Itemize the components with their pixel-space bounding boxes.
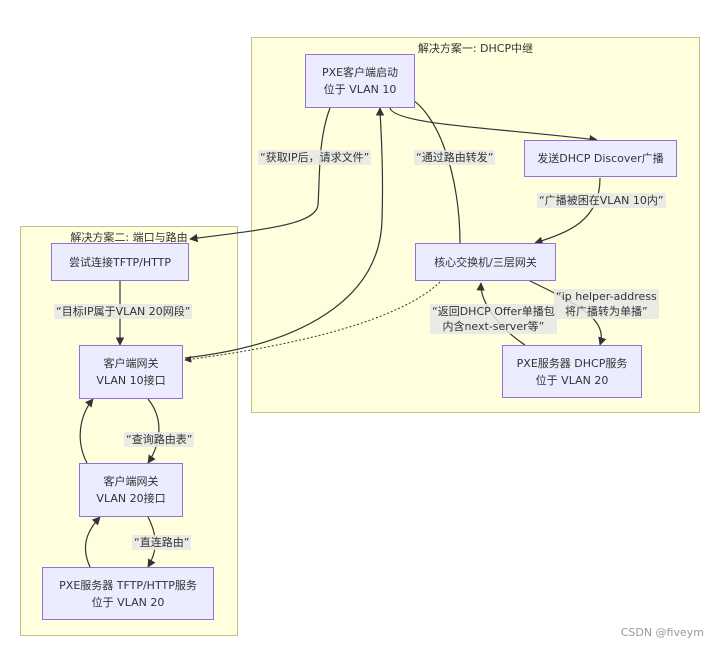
node-gw-vlan10: 客户端网关 VLAN 10接口 — [79, 345, 183, 399]
edge-gw10-to-client — [184, 107, 385, 359]
edge-label-helper: “ip helper-address 将广播转为单播” — [554, 289, 659, 319]
edge-label-line: 将广播转为单播” — [565, 305, 648, 318]
node-pxe-tftp-server: PXE服务器 TFTP/HTTP服务 位于 VLAN 20 — [42, 567, 214, 620]
cluster-title: 解决方案一: DHCP中继 — [417, 42, 534, 55]
node-line: PXE服务器 DHCP服务 — [516, 356, 628, 370]
edge-discover-to-switch — [534, 177, 601, 245]
node-line: 客户端网关 — [103, 357, 159, 370]
edge-label-broadcast-trapped: “广播被困在VLAN 10内” — [537, 193, 666, 208]
edge-label-lookup-route: “查询路由表” — [124, 432, 195, 447]
edge-gw10-to-gw20 — [147, 398, 160, 464]
node-line: PXE客户端启动 — [321, 66, 399, 79]
node-line: VLAN 10接口 — [96, 374, 166, 387]
edge-label-offer: “返回DHCP Offer单播包 内含next-server等” — [430, 304, 557, 334]
node-line: 位于 VLAN 10 — [323, 83, 397, 96]
edge-client-to-tftp — [189, 107, 331, 243]
node-pxe-dhcp-server: PXE服务器 DHCP服务 位于 VLAN 20 — [502, 345, 642, 398]
node-line: VLAN 20接口 — [96, 492, 166, 505]
edge-label-line: “返回DHCP Offer单播包 — [432, 305, 555, 318]
node-line: 位于 VLAN 20 — [91, 595, 165, 609]
edge-label-via-route: “通过路由转发” — [414, 150, 496, 165]
node-pxe-client: PXE客户端启动 位于 VLAN 10 — [305, 54, 415, 108]
edge-client-to-discover — [389, 107, 598, 144]
watermark: CSDN @fiveym — [620, 626, 704, 639]
node-line: PXE服务器 TFTP/HTTP服务 — [59, 578, 197, 592]
node-core-switch: 核心交换机/三层网关 — [415, 243, 556, 281]
edge-label-line: “ip helper-address — [556, 290, 657, 303]
cluster-title: 解决方案二: 端口与路由 — [70, 231, 188, 244]
node-line: 位于 VLAN 20 — [535, 373, 609, 387]
node-gw-vlan20: 客户端网关 VLAN 20接口 — [79, 463, 183, 517]
node-line: 尝试连接TFTP/HTTP — [68, 255, 172, 269]
node-line: 发送DHCP Discover广播 — [537, 152, 664, 165]
edge-tftp-server-to-gw20 — [85, 516, 101, 568]
edge-label-direct-route: “直连路由” — [132, 535, 192, 550]
edge-label-target-ip: “目标IP属于VLAN 20网段” — [54, 304, 193, 319]
node-dhcp-discover: 发送DHCP Discover广播 — [524, 140, 677, 177]
node-line: 核心交换机/三层网关 — [434, 255, 537, 269]
node-line: 客户端网关 — [103, 475, 159, 488]
edge-gw20-to-gw10 — [79, 398, 94, 464]
edge-switch-to-client — [403, 94, 461, 244]
edge-switch-to-gw10-dotted — [184, 281, 441, 363]
edge-label-line: 内含next-server等” — [442, 320, 545, 333]
node-try-tftp: 尝试连接TFTP/HTTP — [51, 243, 189, 281]
edge-label-get-ip: “获取IP后，请求文件” — [258, 150, 372, 165]
